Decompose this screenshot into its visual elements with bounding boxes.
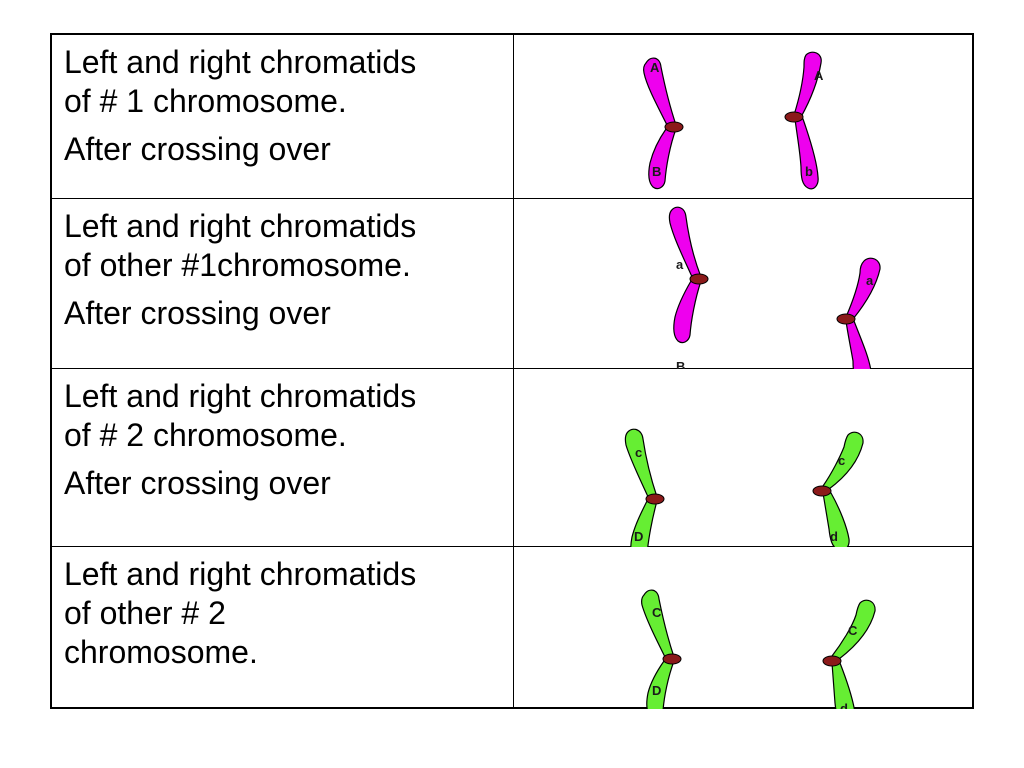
after-crossing-over-text: After crossing over — [64, 465, 331, 501]
label-left-bottom: B — [652, 164, 661, 179]
right-chromatid-top-arm — [845, 257, 881, 320]
left-chromatid-bottom-arm — [646, 660, 675, 709]
label-right-bottom: b — [805, 164, 813, 179]
description-line: of # 1 chromosome. — [64, 83, 347, 119]
after-crossing-over-text: After crossing over — [64, 295, 331, 331]
description-cell: Left and right chromatids of # 2 chromos… — [52, 369, 514, 546]
description-line: of other # 2 — [64, 595, 226, 631]
label-right-bottom: d — [840, 701, 848, 709]
label-left-top: A — [650, 60, 660, 75]
left-chromatid-top-arm — [643, 57, 677, 128]
description-cell: Left and right chromatids of other #1chr… — [52, 199, 514, 368]
left-chromatid-bottom-arm — [673, 280, 702, 344]
left-centromere — [662, 653, 682, 665]
label-left-top: C — [652, 605, 662, 620]
chromatid-pair-figure: C D C d — [641, 589, 876, 709]
chromatid-table: Left and right chromatids of # 1 chromos… — [50, 33, 974, 709]
description-line: Left and right chromatids — [64, 556, 417, 592]
label-right-top: C — [848, 623, 858, 638]
chromatid-pair-figure: a B a b — [668, 206, 881, 369]
right-chromatid-bottom-arm — [831, 662, 855, 709]
description-line: of # 2 chromosome. — [64, 417, 347, 453]
chromatid-figure-cell: c D c d — [514, 369, 972, 547]
description-cell: Left and right chromatids of other # 2 c… — [52, 547, 514, 709]
table-row: Left and right chromatids of other # 2 c… — [52, 547, 972, 709]
right-chromatid-bottom-arm — [845, 320, 872, 369]
description-line: Left and right chromatids — [64, 208, 417, 244]
left-centromere — [664, 121, 684, 133]
chromatid-pair-figure: A B A b — [643, 51, 824, 190]
description-line: chromosome. — [64, 634, 258, 670]
description-line: of other #1chromosome. — [64, 247, 411, 283]
label-left-bottom: D — [634, 529, 643, 544]
chromatid-figure-cell: C D C d — [514, 547, 972, 709]
table-row: Left and right chromatids of # 1 chromos… — [52, 35, 972, 199]
description-cell: Left and right chromatids of # 1 chromos… — [52, 35, 514, 198]
after-crossing-over-text: After crossing over — [64, 131, 331, 167]
label-right-top: a — [866, 273, 874, 288]
left-chromatid-bottom-arm — [648, 128, 677, 190]
label-left-bottom: B — [676, 359, 685, 369]
left-centromere — [645, 493, 665, 505]
chromatid-figure-cell: A B A b — [514, 35, 972, 198]
chromatid-pair-figure: c D c d — [624, 428, 864, 547]
chromatid-figure-cell: a B a b — [514, 199, 972, 369]
left-centromere — [689, 273, 709, 285]
table-row: Left and right chromatids of other #1chr… — [52, 199, 972, 369]
label-left-top: c — [635, 445, 642, 460]
description-line: Left and right chromatids — [64, 378, 417, 414]
left-chromatid-bottom-arm — [630, 500, 658, 547]
right-centromere — [836, 313, 856, 325]
label-right-top: A — [814, 68, 824, 83]
label-right-top: c — [838, 453, 845, 468]
right-centromere — [822, 655, 842, 667]
right-chromatid-top-arm — [793, 51, 822, 118]
left-chromatid-top-arm — [641, 589, 675, 660]
label-right-bottom: d — [830, 529, 838, 544]
right-chromatid-bottom-arm — [822, 492, 850, 547]
label-left-bottom: D — [652, 683, 661, 698]
table-row: Left and right chromatids of # 2 chromos… — [52, 369, 972, 547]
right-centromere — [784, 111, 804, 123]
description-line: Left and right chromatids — [64, 44, 417, 80]
left-chromatid-top-arm — [624, 428, 658, 500]
right-centromere — [812, 485, 832, 497]
label-left-top: a — [676, 257, 684, 272]
left-chromatid-top-arm — [668, 206, 702, 280]
right-chromatid-bottom-arm — [794, 118, 819, 190]
